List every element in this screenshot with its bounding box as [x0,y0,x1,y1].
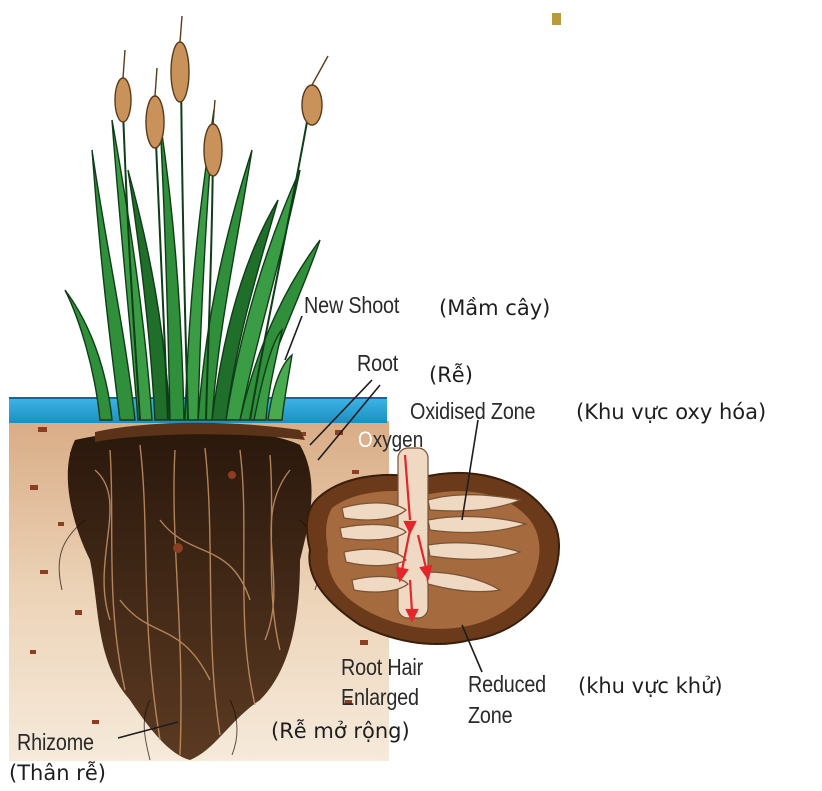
label-oxidised-zone-vi: (Khu vực oxy hóa) [576,401,766,423]
label-rhizome: Rhizome [17,730,94,754]
label-reduced-zone-vi: (khu vực khử) [578,675,723,697]
cattail-heads [115,16,328,176]
label-rhizome-vi: (Thân rễ) [9,762,106,784]
label-root-vi: (Rễ) [429,364,473,386]
label-oxygen-first-letter: O [358,427,373,452]
label-root-hair-vi: (Rễ mở rộng) [271,720,410,742]
marker-dot [552,13,561,25]
label-root-hair-line1: Root Hair [341,655,423,679]
cattail-leaves [65,110,320,420]
label-oxidised-zone: Oxidised Zone [410,399,535,423]
label-reduced-zone-line2: Zone [468,703,512,727]
label-new-shoot: New Shoot [304,293,399,317]
label-new-shoot-vi: (Mầm cây) [439,297,550,319]
label-oxygen: Oxygen [358,428,423,451]
label-root-hair-line2: Enlarged [341,685,419,709]
label-oxygen-rest: xygen [373,427,423,452]
label-root: Root [357,351,398,375]
label-reduced-zone-line1: Reduced [468,672,546,696]
